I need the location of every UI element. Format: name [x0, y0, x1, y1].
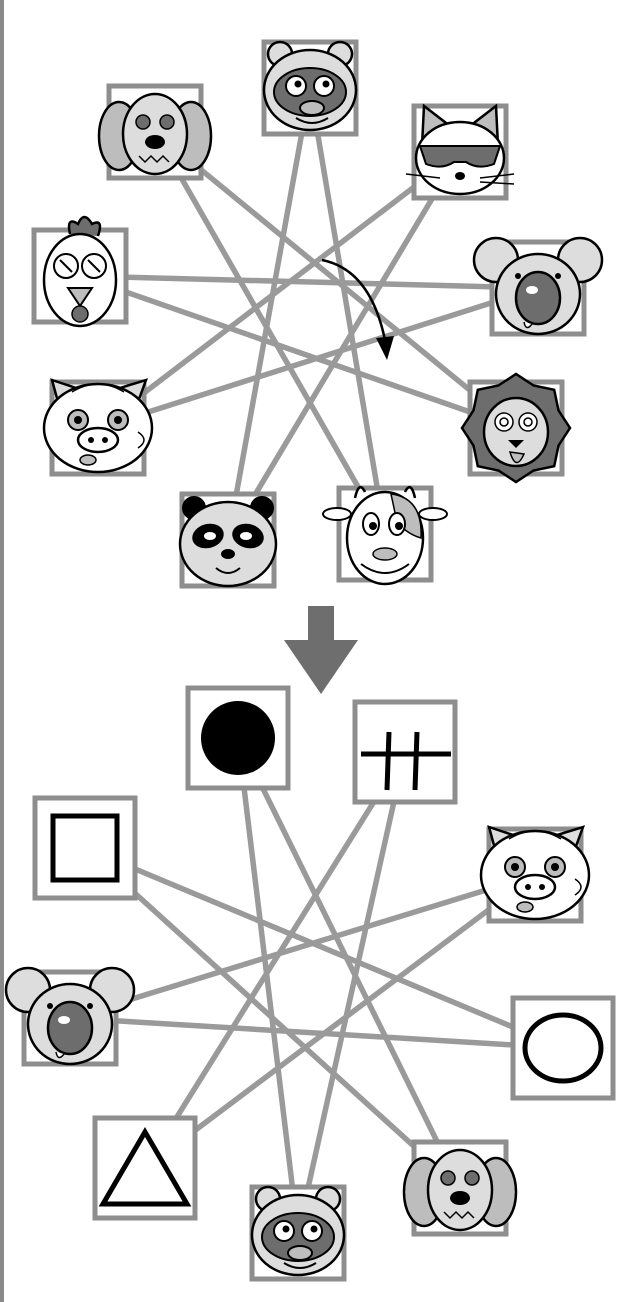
tanuki-icon [252, 1187, 344, 1275]
pig-icon [481, 827, 589, 919]
connector-line [298, 752, 405, 1233]
panda-icon [180, 496, 276, 586]
koala-node [474, 238, 602, 334]
connector-line [70, 1018, 563, 1048]
connector-line [80, 276, 538, 288]
connector-line [98, 152, 460, 428]
cow-node [323, 487, 447, 584]
triangle-node [95, 1118, 195, 1218]
pig-icon [44, 380, 152, 472]
dog-node [404, 1142, 516, 1234]
double-cross-node [355, 702, 455, 802]
koala-node [6, 968, 134, 1064]
pig-node [44, 380, 152, 474]
pig-node [481, 827, 589, 921]
filled-circle-node [188, 688, 288, 788]
down-arrow [284, 606, 358, 694]
rooster-node [34, 217, 126, 326]
dog-node [99, 86, 211, 178]
tanuki-icon [264, 42, 356, 130]
bottom-star-nodes [6, 688, 613, 1279]
circle-node [513, 998, 613, 1098]
cat-node [406, 106, 514, 198]
tanuki-node [264, 42, 356, 134]
tanuki-node [252, 1187, 344, 1279]
dog-icon [99, 94, 211, 174]
square-node [35, 798, 135, 898]
filled-circle-icon [201, 701, 275, 775]
lion-node [462, 374, 570, 482]
top-star-nodes [34, 42, 602, 586]
lion-icon [462, 374, 570, 482]
connector-line [238, 738, 298, 1233]
panda-node [180, 494, 276, 586]
connector-line [145, 875, 535, 1168]
dog-icon [404, 1150, 516, 1230]
